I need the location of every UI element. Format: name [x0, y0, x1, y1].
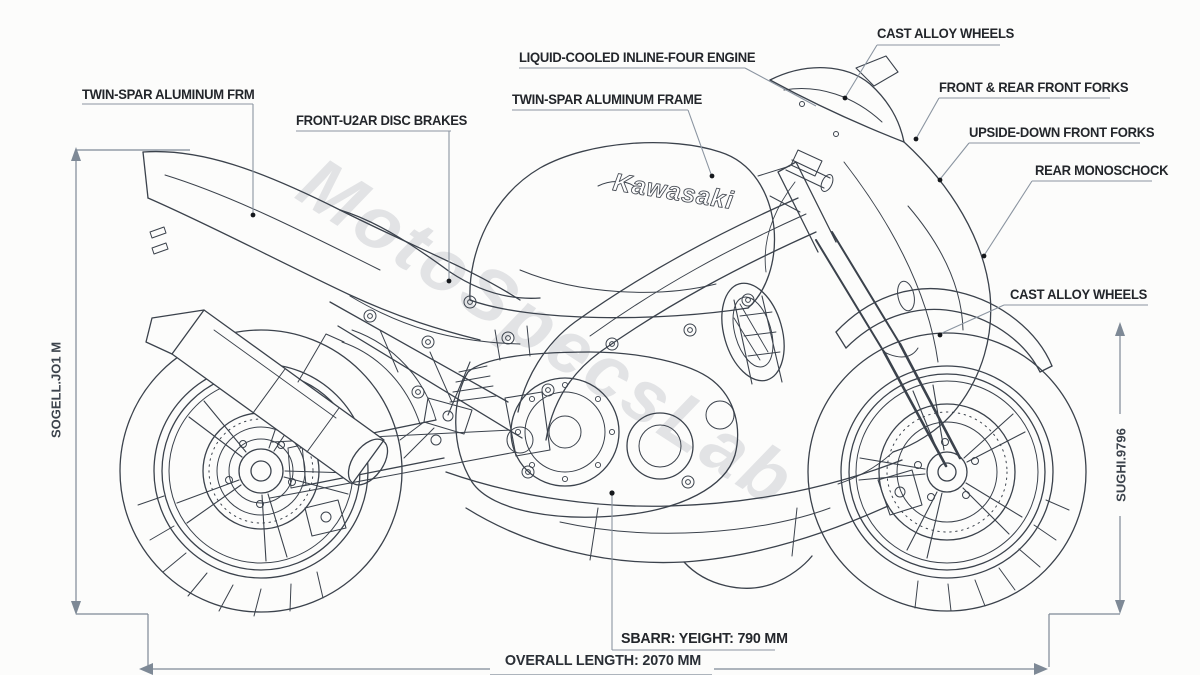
callout-cast-alloy-wheels-right: CAST ALLOY WHEELS [1010, 286, 1148, 302]
dimension-right-vertical-text: SUGHI.9796 [1113, 428, 1129, 502]
front-fairing [721, 55, 992, 485]
callout-front-rear-front-forks: FRONT & REAR FRONT FORKS [939, 79, 1129, 95]
callout-rear-monoshock: REAR MONOSCHOCK [1035, 162, 1169, 178]
dimension-lines [75, 149, 1121, 675]
dimension-left-vertical-text: SOGELL.JO1 M [48, 341, 64, 439]
fuel-tank: Kawasaki [449, 142, 776, 319]
leader-dots [250, 95, 987, 496]
bolt-details [363, 293, 755, 489]
leader-lines [82, 44, 1152, 651]
callout-liquid-cooled-engine: LIQUID-COOLED INLINE-FOUR ENGINE [519, 49, 756, 65]
callout-twin-spar-frame: TWIN-SPAR ALUMINUM FRAME [512, 91, 703, 107]
handlebar-cluster [757, 149, 834, 273]
exhaust-muffler [145, 309, 389, 486]
frame [329, 161, 837, 459]
front-wheel [807, 332, 1087, 612]
engine [455, 325, 739, 518]
callout-upside-down-front-forks: UPSIDE-DOWN FRONT FORKS [969, 124, 1155, 140]
dimension-arrows [71, 147, 1125, 675]
callout-twin-spar-frm: TWIN-SPAR ALUMINUM FRM [82, 86, 255, 102]
lower-fairing [445, 459, 903, 589]
callout-cast-alloy-wheels-top: CAST ALLOY WHEELS [877, 25, 1015, 41]
front-forks [733, 231, 1053, 468]
brand-logo: Kawasaki [611, 168, 736, 215]
dimension-seat-height-text: SBARR: YEIGHT: 790 MM [621, 630, 788, 647]
tail-section [142, 150, 521, 425]
dimension-overall-length-text: OVERALL LENGTH: 2070 MM [504, 652, 702, 669]
callout-front-rear-disc-brakes: FRONT-U2AR DISC BRAKES [296, 112, 468, 128]
